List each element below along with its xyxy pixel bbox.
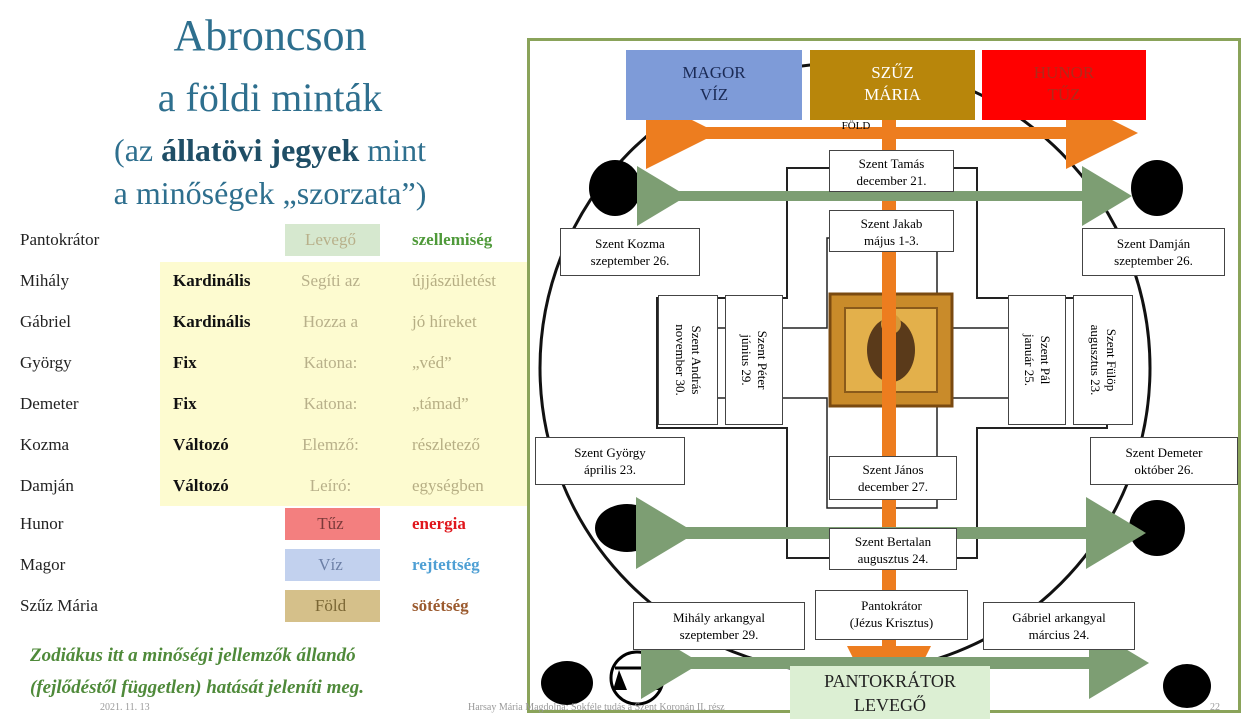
gemini-icon-right	[1131, 160, 1183, 216]
row-quality: Segíti az	[300, 271, 360, 290]
gemini-icon	[589, 160, 641, 216]
slide-number: 22	[1210, 702, 1220, 713]
row-quality: Elemző:	[302, 435, 359, 454]
pantokrator-box: Pantokrátor(Jézus Krisztus)	[815, 590, 968, 640]
cardinal-fixed-mutable-highlight	[160, 262, 530, 506]
row-kind: Változó	[173, 435, 229, 454]
row-name: György	[20, 353, 72, 372]
aries-icon-right	[1163, 664, 1211, 708]
fold-cell-bg	[285, 590, 380, 622]
title-line-4: a minőségek „szorzata”)	[113, 175, 427, 211]
levego-cell-bg	[285, 224, 380, 256]
row-meaning: részletező	[412, 435, 480, 454]
row-name: Mihály	[20, 271, 70, 290]
row-name: Magor	[20, 555, 66, 574]
row-name: Kozma	[20, 435, 70, 454]
footer-date: 2021. 11. 13	[100, 702, 150, 713]
row-kind: Kardinális	[173, 271, 251, 290]
tuz-cell-bg	[285, 508, 380, 540]
title-line-2: a földi minták	[157, 75, 383, 120]
viz-cell-bg	[285, 549, 380, 581]
row-kind: Kardinális	[173, 312, 251, 331]
row-quality: Katona:	[303, 394, 358, 413]
row-quality: Katona:	[303, 353, 358, 372]
row-meaning: egységben	[412, 476, 484, 495]
row-kind: Változó	[173, 476, 229, 495]
row-name: Gábriel	[20, 312, 71, 331]
fold-label: FÖLD	[841, 120, 871, 132]
row-kind: Fix	[173, 394, 197, 413]
row-name: Hunor	[20, 514, 64, 533]
row-name: Damján	[20, 476, 74, 495]
row-meaning: sötétség	[412, 596, 469, 615]
row-name: Pantokrátor	[20, 230, 100, 249]
zodiac-note: Zodiákus itt a minőségi jellemzők álland…	[30, 645, 365, 698]
row-name: Szűz Mária	[20, 596, 98, 615]
row-meaning: „véd”	[412, 353, 452, 372]
row-quality: Víz	[318, 555, 343, 574]
row-name: Demeter	[20, 394, 79, 413]
row-quality: Tűz	[317, 514, 344, 533]
scorpio-icon	[1129, 500, 1185, 556]
title-line-1: Abroncson	[173, 11, 367, 60]
title-line-3: (az állatövi jegyek mint	[114, 132, 426, 168]
footer-author: Harsay Mária Magdolna: Sokféle tudás a S…	[468, 702, 725, 713]
row-quality: Föld	[314, 596, 347, 615]
row-quality: Leíró:	[309, 476, 352, 495]
row-meaning: rejtettség	[412, 555, 480, 574]
row-quality: Levegő	[305, 230, 356, 249]
taurus-icon	[595, 504, 659, 552]
row-meaning: szellemiség	[412, 230, 493, 249]
row-meaning: jó híreket	[412, 312, 477, 331]
row-quality: Hozza a	[302, 312, 359, 331]
row-meaning: energia	[412, 514, 466, 533]
row-kind: Fix	[173, 353, 197, 372]
libra-icon	[609, 650, 665, 706]
aries-icon	[541, 661, 593, 705]
row-meaning: „támad”	[412, 394, 469, 413]
row-meaning: újjászületést	[412, 271, 497, 290]
